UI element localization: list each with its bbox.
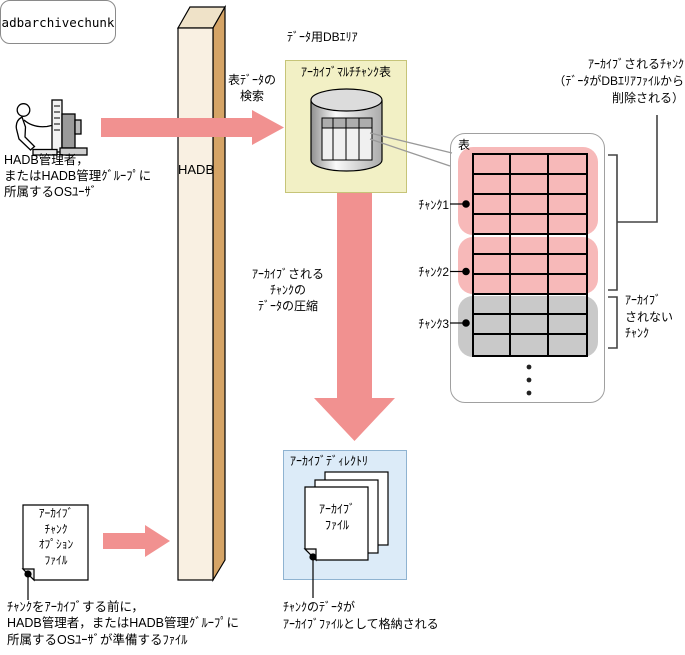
- option-file-note-line: ﾁｬﾝｸをｱｰｶｲﾌﾞする前に，: [7, 600, 144, 614]
- compress-note-line: ﾃﾞｰﾀの圧縮: [257, 299, 318, 313]
- stored-note-line: ｱｰｶｲﾌﾞﾌｧｲﾙとして格納される: [283, 616, 439, 631]
- db-area-title: ﾃﾞｰﾀ用DBｴﾘｱ: [287, 30, 358, 44]
- option-file-label-line: ｱｰｶｲﾌﾞ: [38, 508, 74, 520]
- actor-label-line: HADB管理者，: [4, 153, 89, 167]
- option-file-label-line: ﾌｧｲﾙ: [44, 554, 68, 567]
- archived-chunk-note-line: 削除される）: [611, 91, 684, 105]
- archive-directory-title: ｱｰｶｲﾌﾞﾃﾞｨﾚｸﾄﾘ: [290, 454, 369, 468]
- option-file-note: ﾁｬﾝｸをｱｰｶｲﾌﾞする前に， HADB管理者，またはHADB管理ｸﾞﾙｰﾌﾟ…: [7, 599, 239, 648]
- option-pointer-line: [24, 570, 32, 600]
- not-archived-note-line: されない: [625, 309, 674, 324]
- option-file-label-line: ｵﾌﾟｼｮﾝ: [38, 539, 74, 551]
- archive-table-label: ｱｰｶｲﾌﾞﾏﾙﾁﾁｬﾝｸ表: [300, 65, 391, 79]
- archive-file-label-line: ｱｰｶｲﾌﾞ: [318, 502, 355, 516]
- not-archived-note-line: ﾁｬﾝｸ: [625, 326, 650, 340]
- archive-file-label-line: ﾌｧｲﾙ: [324, 518, 349, 532]
- search-label: 表ﾃﾞｰﾀの 検索: [219, 72, 285, 104]
- archive-file-label: ｱｰｶｲﾌﾞ ﾌｧｲﾙ: [306, 501, 368, 533]
- command-bubble: adbarchivechunk: [0, 0, 116, 44]
- option-file-note-line: 所属するOSﾕｰｻﾞが準備するﾌｧｲﾙ: [7, 632, 188, 647]
- table-cell: [474, 255, 512, 275]
- table-cell: [511, 275, 549, 295]
- search-label-line: 検索: [239, 89, 264, 103]
- table-cell: [548, 295, 586, 315]
- archived-chunk-note-line: ｱｰｶｲﾌﾞされるﾁｬﾝｸ: [587, 57, 684, 71]
- chunk1-label: ﾁｬﾝｸ1: [418, 198, 449, 212]
- compress-note: ｱｰｶｲﾌﾞされる ﾁｬﾝｸの ﾃﾞｰﾀの圧縮: [229, 266, 347, 314]
- hadb-bar: [176, 4, 227, 583]
- option-file-label: ｱｰｶｲﾌﾞ ﾁｬﾝｸ ｵﾌﾟｼｮﾝ ﾌｧｲﾙ: [23, 507, 89, 569]
- compress-arrow: [314, 193, 395, 441]
- archived-chunk-note: ｱｰｶｲﾌﾞされるﾁｬﾝｸ （ﾃﾞｰﾀがDBｴﾘｱﾌｧｲﾙから 削除される）: [504, 56, 684, 107]
- table-cell: [474, 295, 512, 315]
- table-cell: [511, 335, 549, 355]
- not-archived-bracket: [608, 296, 618, 349]
- table-cell: [548, 215, 586, 235]
- user-icon: [15, 99, 88, 156]
- chunk1-highlight: [458, 147, 598, 235]
- table-cell: [511, 195, 549, 215]
- option-file-note-line: HADB管理者，またはHADB管理ｸﾞﾙｰﾌﾟに: [7, 616, 239, 631]
- compress-note-line: ﾁｬﾝｸの: [269, 283, 306, 297]
- command-arrow: [101, 110, 284, 145]
- table-cell: [511, 235, 549, 255]
- table-cell: [548, 175, 586, 195]
- table-cell: [548, 155, 586, 175]
- table-cell: [474, 235, 512, 255]
- option-file-label-line: ﾁｬﾝｸ: [44, 523, 68, 536]
- stored-note: ﾁｬﾝｸのﾃﾞｰﾀが ｱｰｶｲﾌﾞﾌｧｲﾙとして格納される: [283, 599, 439, 632]
- actor-label-line: またはHADB管理ｸﾞﾙｰﾌﾟに: [4, 169, 152, 183]
- compress-note-line: ｱｰｶｲﾌﾞされる: [251, 267, 324, 281]
- table-grid: [472, 153, 588, 357]
- option-file-arrow: [103, 525, 170, 557]
- not-archived-note: ｱｰｶｲﾌﾞ されない ﾁｬﾝｸ: [625, 292, 673, 342]
- table-cell: [474, 335, 512, 355]
- chunk2-highlight: [458, 237, 598, 294]
- table-cell: [511, 295, 549, 315]
- actor-label: HADB管理者， またはHADB管理ｸﾞﾙｰﾌﾟに 所属するOSﾕｰｻﾞ: [4, 152, 151, 200]
- table-cell: [548, 255, 586, 275]
- stored-note-line: ﾁｬﾝｸのﾃﾞｰﾀが: [283, 600, 356, 614]
- table-cell: [548, 315, 586, 335]
- table-cell: [474, 195, 512, 215]
- table-cell: [474, 175, 512, 195]
- table-cell: [511, 155, 549, 175]
- chunk3-highlight: [458, 296, 598, 357]
- command-text: adbarchivechunk: [1, 14, 115, 30]
- table-cell: [511, 175, 549, 195]
- chunk2-label: ﾁｬﾝｸ2: [418, 265, 449, 279]
- archived-chunk-note-line: （ﾃﾞｰﾀがDBｴﾘｱﾌｧｲﾙから: [553, 74, 684, 88]
- table-cell: [549, 335, 586, 355]
- table-cell: [474, 315, 512, 335]
- chunk3-label: ﾁｬﾝｸ3: [418, 317, 449, 331]
- search-label-line: 表ﾃﾞｰﾀの: [227, 73, 276, 87]
- table-cell: [474, 215, 512, 235]
- table-title: 表: [458, 138, 471, 152]
- table-cell: [511, 215, 549, 235]
- hadb-bar-label: HADB: [178, 162, 215, 177]
- archived-bracket: [608, 115, 658, 291]
- table-cell: [511, 315, 549, 335]
- table-cell: [474, 275, 512, 295]
- not-archived-note-line: ｱｰｶｲﾌﾞ: [625, 293, 662, 307]
- table-cell: [511, 255, 549, 275]
- table-cell: [474, 155, 512, 175]
- table-cell: [548, 275, 586, 295]
- table-cell: [548, 235, 586, 255]
- table-cell: [548, 195, 586, 215]
- actor-label-line: 所属するOSﾕｰｻﾞ: [4, 185, 98, 199]
